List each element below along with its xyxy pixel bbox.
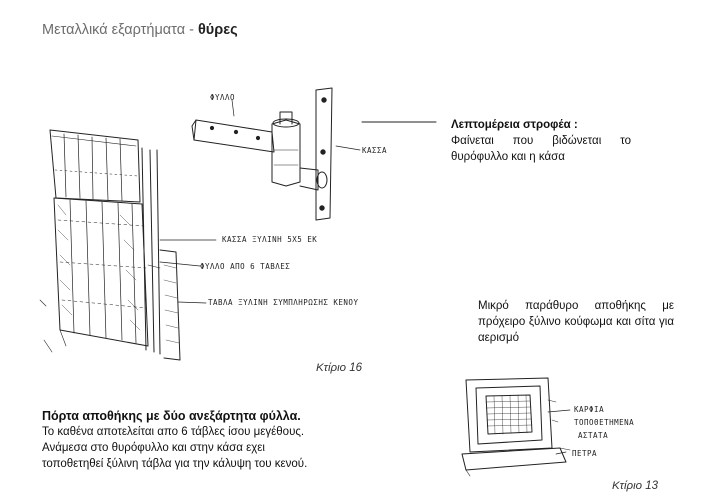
hinge-label-leaf: ΦΥΛΛΟ xyxy=(210,93,235,102)
window-label-stone: ΠΕΤΡΑ xyxy=(572,449,597,458)
door-description-line-3: τοποθετηθεί ξύλινη τάβλα για την κάλυψη … xyxy=(42,458,308,470)
door-label-infill: ΤΑΒΛΑ ΞΥΛΙΝΗ ΣΥΜΠΛΗΡΩΣΗΣ ΚΕΝΟΥ xyxy=(208,298,358,307)
window-label-nails: ΚΑΡΦΙΑ xyxy=(574,405,604,414)
door-label-frame: ΚΑΣΣΑ ΞΥΛΙΝΗ 5Χ5 ΕΚ xyxy=(222,235,317,244)
page-title: Μεταλλικά εξαρτήματα - θύρες xyxy=(42,22,238,38)
hinge-detail-heading: Λεπτομέρεια στροφέα : xyxy=(451,119,578,131)
title-bold: θύρες xyxy=(197,22,238,38)
hinge-detail-block: Λεπτομέρεια στροφέα : Φαίνεται που βιδών… xyxy=(451,117,631,165)
door-label-leaf: ΦΥΛΛΟ ΑΠΟ 6 ΤΑΒΛΕΣ xyxy=(200,262,290,271)
door-caption: Κτίριο 16 xyxy=(316,362,363,374)
door-description-heading: Πόρτα αποθήκης με δύο ανεξάρτητα φύλλα. xyxy=(42,409,301,423)
hinge-label-frame: ΚΑΣΣΑ xyxy=(362,146,387,155)
door-sketch xyxy=(39,129,217,361)
door-description-line-2: Ανάμεσα στο θυρόφυλλο και στην κάσα εχει xyxy=(42,442,265,454)
hinge-sketch xyxy=(191,87,437,221)
window-label-placed: ΤΟΠΟΘΕΤΗΜΕΝΑ xyxy=(574,418,634,427)
window-caption: Κτίριο 13 xyxy=(612,480,659,492)
window-label-random: ΑΣΤΑΤΑ xyxy=(578,431,608,440)
title-main: Μεταλλικά εξαρτήματα - xyxy=(42,22,198,38)
window-sketch xyxy=(461,377,571,477)
door-description-block: Πόρτα αποθήκης με δύο ανεξάρτητα φύλλα. … xyxy=(42,408,372,472)
door-description-line-1: Το καθένα αποτελείται απο 6 τάβλες ίσου … xyxy=(42,426,305,438)
hinge-detail-text: Φαίνεται που βιδώνεται το θυρόφυλλο και … xyxy=(451,135,631,163)
window-description: Μικρό παράθυρο αποθήκης με πρόχειρο ξύλι… xyxy=(478,300,674,344)
